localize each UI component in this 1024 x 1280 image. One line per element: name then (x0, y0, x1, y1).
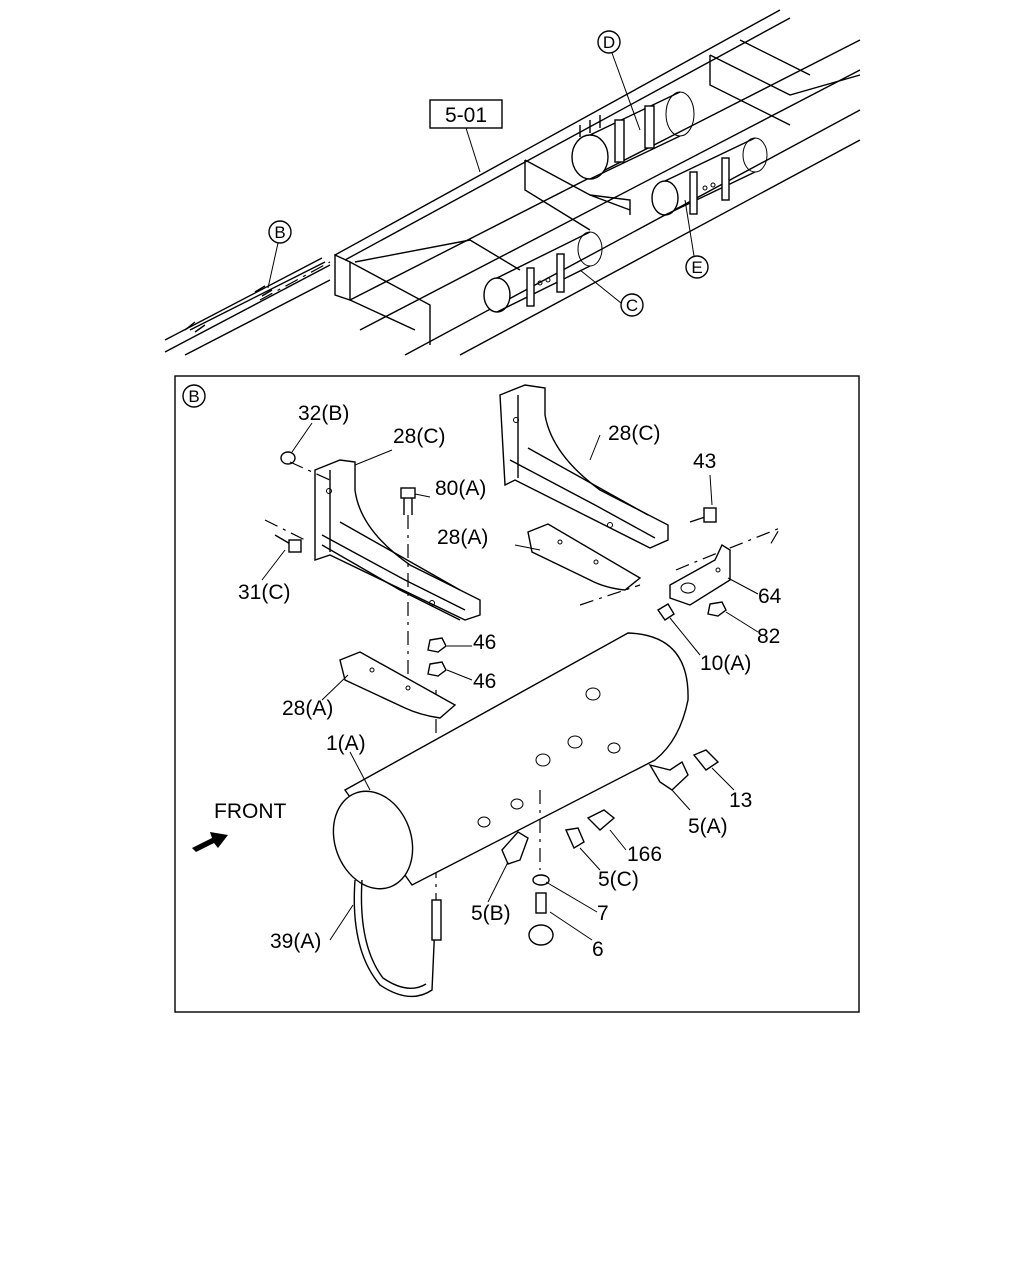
label-39a: 39(A) (270, 930, 321, 953)
label-32b: 32(B) (298, 402, 349, 425)
part-labels: 32(B) 28(C) 28(C) 80(A) 43 28(A) 31(C) 6… (238, 402, 782, 961)
label-1a: 1(A) (326, 732, 366, 755)
fitting-13 (692, 749, 720, 771)
label-6: 6 (592, 938, 604, 961)
svg-text:E: E (691, 258, 702, 277)
label-13: 13 (729, 789, 752, 812)
fitting-166 (586, 809, 616, 831)
label-5c: 5(C) (598, 868, 639, 891)
bracket-28c-right (499, 384, 669, 549)
reference-box-label: 5-01 (445, 104, 487, 127)
front-label: FRONT (214, 800, 286, 823)
chassis-overview: 5-01 D B C E (164, 9, 861, 356)
washer-icon (280, 451, 296, 465)
svg-text:D: D (603, 33, 615, 52)
view-callout: B (188, 387, 199, 406)
fitting-5c (564, 827, 585, 850)
plug-icon (656, 603, 675, 621)
nut-icon (707, 601, 727, 617)
label-46-bottom: 46 (473, 670, 496, 693)
bracket-64 (669, 543, 731, 606)
elbow-5b (501, 831, 529, 865)
label-80a: 80(A) (435, 477, 486, 500)
bracket-28a-right (527, 523, 642, 591)
air-tank-1a (332, 632, 689, 890)
label-28a-top: 28(A) (437, 526, 488, 549)
leader-lines (261, 422, 759, 941)
label-5a: 5(A) (688, 815, 728, 838)
bolt-43 (689, 507, 717, 523)
label-28c-right: 28(C) (608, 422, 661, 445)
label-82: 82 (757, 625, 780, 648)
bolt-31c (274, 534, 302, 553)
nut-icon (427, 661, 447, 677)
label-10a: 10(A) (700, 652, 751, 675)
drain-valve (528, 790, 554, 946)
svg-text:B: B (274, 223, 285, 242)
elbow-5a (648, 760, 689, 791)
front-direction-arrow: FRONT (192, 800, 286, 852)
label-166: 166 (627, 843, 662, 866)
detail-view-b: B (174, 375, 860, 1013)
callout-c: C (579, 269, 644, 317)
hose-end-fitting (431, 899, 442, 941)
callout-b: B (267, 220, 292, 289)
label-28c-left: 28(C) (393, 425, 446, 448)
bolt-80a (400, 487, 416, 515)
label-64: 64 (758, 585, 782, 608)
label-46-top: 46 (473, 631, 496, 654)
label-43: 43 (693, 450, 716, 473)
label-7: 7 (597, 902, 609, 925)
label-31c: 31(C) (238, 581, 291, 604)
svg-text:C: C (626, 296, 638, 315)
nut-icon (427, 637, 447, 653)
label-28a-left: 28(A) (282, 697, 333, 720)
bracket-28c-left (314, 459, 481, 621)
callout-e: E (684, 199, 709, 279)
label-5b: 5(B) (471, 902, 511, 925)
bracket-28a-left (339, 651, 457, 719)
callout-d: D (597, 30, 641, 131)
